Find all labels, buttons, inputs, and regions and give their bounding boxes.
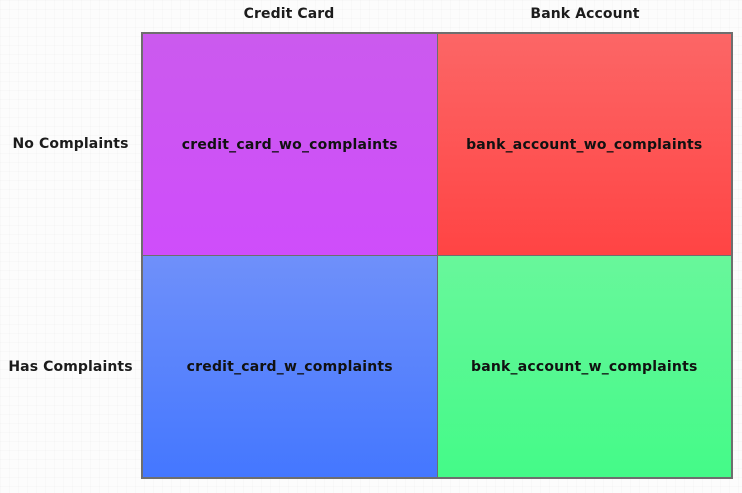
quadrant-cell-bank-account-no-complaints[interactable]: bank_account_wo_complaints bbox=[437, 34, 731, 255]
column-header-row: Credit Card Bank Account bbox=[141, 0, 733, 32]
quadrant-cell-label: bank_account_wo_complaints bbox=[466, 136, 703, 153]
quadrant-cell-credit-card-has-complaints[interactable]: credit_card_w_complaints bbox=[143, 256, 437, 477]
quadrant-cell-credit-card-no-complaints[interactable]: credit_card_wo_complaints bbox=[143, 34, 437, 255]
quadrant-grid: credit_card_wo_complaints bank_account_w… bbox=[141, 32, 733, 479]
quadrant-cell-bank-account-has-complaints[interactable]: bank_account_w_complaints bbox=[437, 256, 731, 477]
quadrant-cell-label: bank_account_w_complaints bbox=[470, 358, 698, 375]
column-header-bank-account: Bank Account bbox=[530, 6, 640, 22]
row-header-column: No Complaints Has Complaints bbox=[0, 32, 141, 479]
quadrant-cell-label: credit_card_wo_complaints bbox=[181, 136, 398, 153]
column-header-credit-card: Credit Card bbox=[243, 6, 335, 22]
quadrant-cell-label: credit_card_w_complaints bbox=[186, 358, 393, 375]
row-header-has-complaints: Has Complaints bbox=[8, 359, 133, 376]
row-header-no-complaints: No Complaints bbox=[12, 135, 129, 152]
